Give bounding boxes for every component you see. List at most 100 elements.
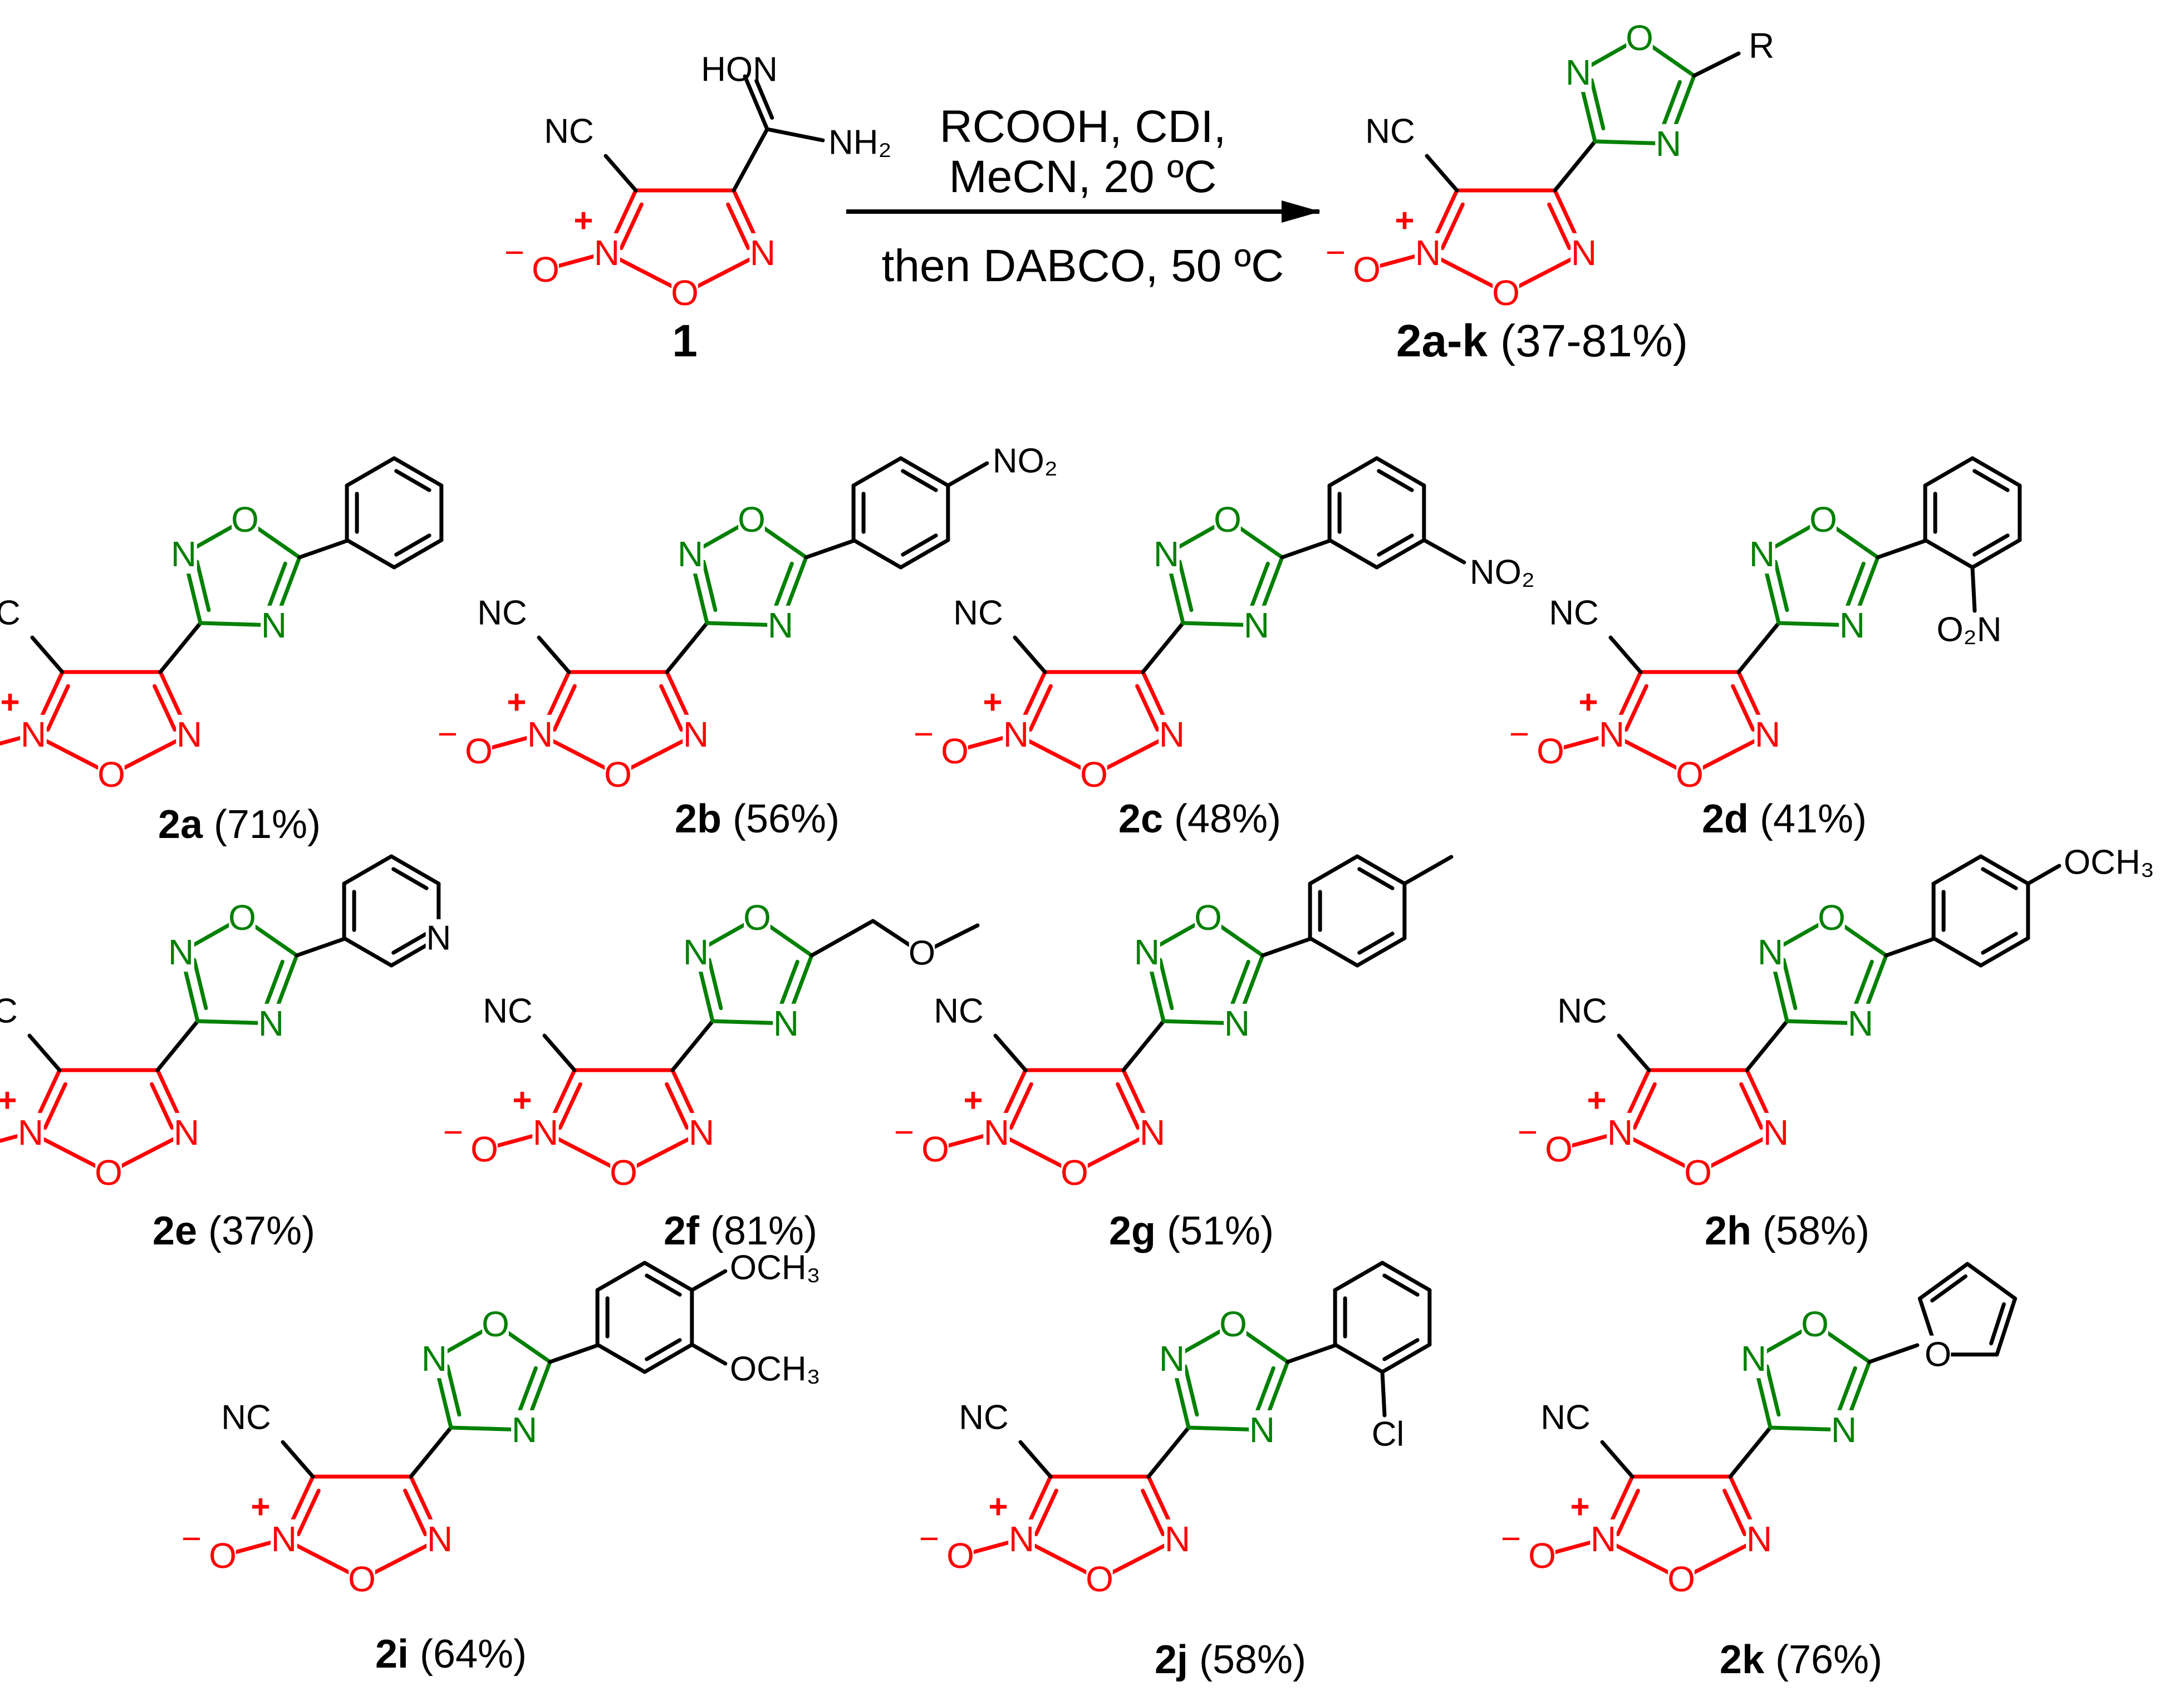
- label-mask: [1086, 1559, 1113, 1599]
- n-oxide-oxygen: O: [209, 1536, 237, 1576]
- label-mask: [744, 898, 770, 938]
- oxadiazole-n2: N: [1154, 534, 1179, 574]
- oxadiazole-n4: N: [1848, 1003, 1873, 1043]
- compound-yield: (58%): [1751, 1209, 1869, 1253]
- double-bond-inner: [262, 959, 284, 1012]
- oxadiazole-o1: O: [1219, 1304, 1247, 1344]
- double-bond: [1979, 936, 2030, 968]
- label-mask: [1818, 898, 1845, 938]
- oxadiazole-o1: O: [1809, 499, 1837, 540]
- negative-charge: −: [1509, 715, 1529, 754]
- oxadiazole-n2: N: [1749, 534, 1775, 574]
- label-mask: [1607, 1112, 1633, 1153]
- nitro-group: NO₂: [1470, 553, 1535, 592]
- double-bond-inner: [195, 560, 211, 612]
- compound-yield: (58%): [1188, 1638, 1306, 1682]
- double-bond-inner: [1034, 1488, 1058, 1537]
- label-mask: [738, 499, 765, 540]
- compound-yield: (81%): [699, 1209, 817, 1253]
- linking-bond: [1553, 139, 1597, 193]
- label-mask: [671, 273, 698, 313]
- double-bond: [1970, 538, 2022, 570]
- furoxan-o1: O: [1086, 1559, 1113, 1599]
- double-bond-inner: [772, 561, 794, 614]
- double-bond-inner: [1843, 561, 1866, 614]
- label-mask: [271, 1519, 297, 1559]
- double-bond: [1917, 1262, 1970, 1301]
- double-bond-inner: [150, 1082, 174, 1130]
- oxadiazole-n2: N: [678, 534, 703, 574]
- label-mask: [421, 1339, 448, 1379]
- label-mask: [683, 932, 709, 972]
- oxadiazole-n2: N: [1758, 932, 1783, 972]
- furoxan-n2: N: [21, 714, 46, 754]
- amidoxime-bond: [732, 127, 769, 193]
- double-bond-inner: [391, 932, 429, 955]
- furoxan-n5: N: [1571, 233, 1597, 273]
- label-mask: [1668, 1559, 1695, 1599]
- label-mask: [98, 754, 125, 795]
- label-mask: [532, 249, 559, 290]
- label-mask: [1810, 499, 1837, 540]
- cyano-bond: [1608, 635, 1643, 674]
- label-mask: [1565, 52, 1592, 92]
- label-mask: [1655, 124, 1682, 164]
- double-bond-inner: [1357, 932, 1395, 955]
- label-mask: [1839, 605, 1866, 645]
- double-bond-inner: [1981, 867, 2018, 890]
- double-bond-inner: [1382, 1338, 1420, 1361]
- furoxan-n5: N: [1746, 1519, 1772, 1559]
- cyano-bond: [1018, 1440, 1053, 1479]
- methyl-bond: [1402, 855, 1454, 886]
- negative-charge: −: [914, 715, 934, 754]
- oxadiazole-n2: N: [683, 932, 709, 972]
- furoxan-n2: N: [271, 1519, 297, 1559]
- compound-label: 2i (64%): [375, 1632, 527, 1677]
- label-mask: [17, 1112, 44, 1153]
- double-bond: [1380, 1261, 1432, 1292]
- label-mask: [1008, 1519, 1035, 1559]
- double-bond-inner: [1589, 78, 1606, 131]
- ring-bond: [1931, 854, 1983, 886]
- n-oxide-oxygen: O: [1537, 731, 1564, 771]
- cyano-group: NC: [1557, 992, 1607, 1031]
- double-bond-inner: [701, 560, 718, 612]
- ring-bond: [1308, 936, 1360, 968]
- bond: [946, 461, 989, 488]
- compound-id: 2j: [1155, 1638, 1188, 1682]
- cyano-group: NC: [934, 992, 984, 1031]
- substituent-bond: [295, 937, 347, 958]
- double-bond-inner: [1852, 959, 1874, 1012]
- cyano-group: NC: [1549, 594, 1599, 633]
- furoxan-n5: N: [689, 1112, 714, 1153]
- compound-label: 2d (41%): [1702, 797, 1867, 841]
- label-mask: [261, 605, 287, 645]
- cyano-bond: [1425, 154, 1459, 193]
- oxadiazole-n2: N: [421, 1339, 447, 1379]
- cyano-bond: [30, 635, 65, 674]
- label-mask: [767, 605, 794, 645]
- furoxan-n5: N: [750, 233, 776, 273]
- double-bond-inner: [1731, 684, 1755, 732]
- linking-bond: [409, 1425, 453, 1479]
- label-mask: [922, 1129, 949, 1169]
- oxadiazole-n4: N: [1656, 124, 1681, 164]
- label-mask: [1164, 1519, 1191, 1559]
- label-mask: [688, 1112, 715, 1153]
- double-bond-inner: [1981, 932, 2018, 955]
- negative-charge: −: [443, 1114, 463, 1152]
- label-mask: [1830, 1410, 1857, 1450]
- compound-label: 2e (37%): [153, 1209, 315, 1253]
- cyano-group: NC: [1540, 1399, 1591, 1437]
- positive-charge: +: [1570, 1488, 1589, 1526]
- furoxan-o1: O: [671, 273, 699, 313]
- double-bond-inner: [777, 959, 799, 1012]
- double-bond-inner: [153, 684, 177, 732]
- label-mask: [232, 499, 258, 540]
- double-bond-inner: [726, 202, 750, 251]
- label-mask: [983, 1112, 1010, 1153]
- linking-bond: [1736, 621, 1781, 674]
